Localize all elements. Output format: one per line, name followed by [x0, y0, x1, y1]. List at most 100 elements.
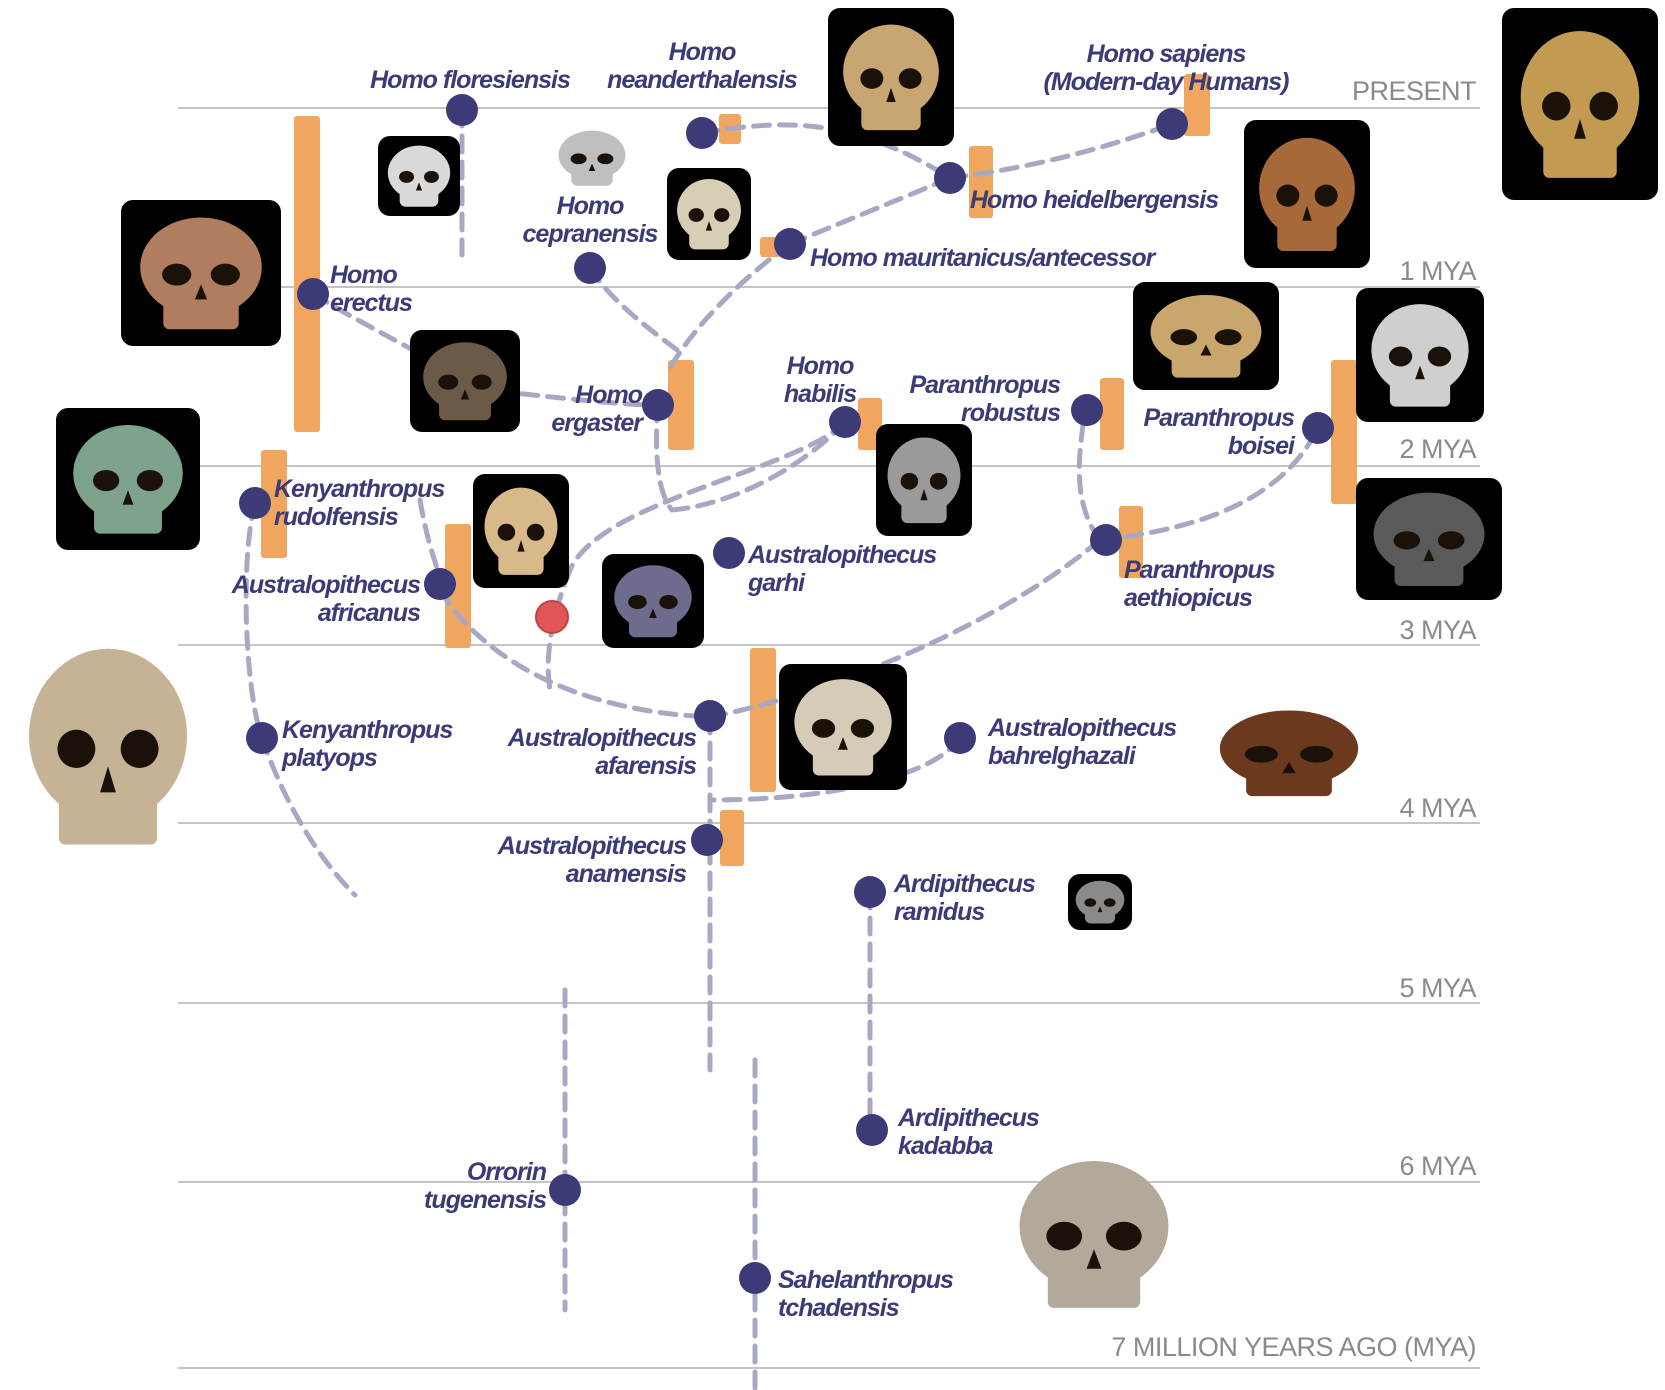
- skull-cranium: [1019, 1161, 1169, 1292]
- skull-eye-socket: [1105, 1221, 1142, 1251]
- homo-heidelbergensis-skull-image: [1244, 120, 1370, 268]
- skull-cranium: [28, 648, 188, 823]
- species-label-line: kadabba: [898, 1132, 994, 1160]
- species-label-line: Homo heidelbergensis: [970, 186, 1219, 214]
- skull-eye-socket: [570, 153, 587, 165]
- time-range-bar: [720, 810, 744, 866]
- skull-eye-socket: [659, 595, 678, 610]
- skull-eye-socket: [860, 68, 884, 89]
- skull-eye-socket: [497, 523, 516, 541]
- lineage-connector: [699, 122, 953, 181]
- time-label: 5 MYA: [1399, 973, 1476, 1003]
- skull-nasal-cavity: [460, 389, 470, 400]
- skull-cranium: [794, 679, 892, 765]
- skull-cranium: [558, 130, 626, 180]
- skull-jaw: [689, 227, 729, 250]
- species-label-line: boisei: [1228, 432, 1296, 460]
- species-label-line: Orrorin: [467, 1158, 547, 1186]
- species-label-line: anamensis: [566, 860, 687, 888]
- skull-eye-socket: [210, 263, 240, 286]
- skull-eye-socket: [929, 472, 948, 490]
- skull-eye-socket: [1437, 531, 1465, 550]
- species-label-line: robustus: [961, 399, 1061, 427]
- skull-cranium: [1520, 31, 1640, 162]
- time-range-bar: [261, 450, 287, 558]
- skull-cranium: [387, 145, 451, 200]
- skull-images: [28, 8, 1658, 1308]
- time-range-bar: [1184, 74, 1210, 136]
- skull-cranium: [843, 24, 939, 119]
- kenyanthropus-platyops-node: [246, 722, 278, 754]
- ardipithecus-kadabba-node: [856, 1114, 888, 1146]
- species-label-line: Australopithecus: [497, 832, 687, 860]
- orrorin-tugenensis-node: [549, 1174, 581, 1206]
- lineage-connector: [1076, 407, 1103, 543]
- species-label-line: Homo: [787, 352, 855, 380]
- skull-nasal-cavity: [415, 182, 423, 191]
- lineage-connector: [947, 121, 1175, 181]
- skull-jaw: [1084, 910, 1116, 924]
- skull-jaw: [399, 187, 439, 207]
- paranthropus-robustus-node: [1071, 394, 1103, 426]
- species-label-line: Homo floresiensis: [370, 66, 571, 94]
- skull-jaw: [1543, 132, 1617, 178]
- skull-eye-socket: [1046, 1221, 1083, 1251]
- species-label-line: ramidus: [894, 898, 985, 926]
- skull-nasal-cavity: [1574, 119, 1586, 139]
- australopithecus-garhi-node: [713, 537, 745, 569]
- lineage-connector: [707, 537, 1103, 720]
- skull-eye-socket: [136, 469, 164, 492]
- time-range-bar: [969, 146, 993, 218]
- homo-ergaster-skull-image: [410, 330, 520, 432]
- skull-eye-socket: [1542, 91, 1571, 121]
- species-label-line: Paranthropus: [909, 371, 1061, 399]
- skull-eye-socket: [1314, 184, 1338, 207]
- skull-eye-socket: [688, 208, 704, 222]
- skull-eye-socket: [1214, 329, 1242, 346]
- lineage-connector: [787, 175, 953, 247]
- skull-eye-socket: [471, 374, 492, 390]
- species-label-line: Homo: [557, 192, 625, 220]
- homo-habilis-node: [829, 406, 861, 438]
- skull-eye-socket: [1393, 531, 1421, 550]
- skull-eye-socket: [1388, 346, 1413, 367]
- time-range-bar: [1100, 378, 1124, 450]
- homo-mauritanicus-antecessor-node: [774, 228, 806, 260]
- homo-cepranensis-skull-image: [558, 130, 626, 186]
- time-label: PRESENT: [1352, 76, 1476, 106]
- skull-eye-socket: [1170, 329, 1198, 346]
- skull-jaw: [861, 97, 921, 131]
- skull-cranium: [1219, 710, 1359, 787]
- kenyanthropus-platyops-skull-image: [28, 648, 188, 845]
- homo-neanderthalensis-skull-image: [828, 8, 954, 146]
- species-label-line: tugenensis: [424, 1186, 547, 1214]
- skull-eye-socket: [162, 263, 192, 286]
- skull-jaw: [498, 547, 544, 575]
- paranthropus-aethiopicus-node: [1090, 524, 1122, 556]
- skull-jaw: [58, 783, 158, 845]
- skull-nasal-cavity: [920, 488, 928, 501]
- skull-eye-socket: [423, 170, 439, 183]
- skull-cranium: [73, 425, 183, 522]
- homo-habilis-skull-image: [876, 424, 972, 536]
- paranthropus-aethiopicus-skull-image: [1356, 478, 1502, 600]
- homo-mauritanicus-antecessor-skull-image: [667, 168, 751, 260]
- skull-cranium: [1259, 137, 1355, 239]
- skull-eye-socket: [1244, 745, 1278, 763]
- skull-cranium: [423, 342, 507, 412]
- ardipithecus-ramidus-node: [854, 876, 886, 908]
- lineage-connector: [665, 241, 793, 375]
- skull-cranium: [140, 217, 262, 317]
- species-label-line: africanus: [318, 599, 421, 627]
- time-range-bar: [750, 648, 776, 792]
- skull-nasal-cavity: [194, 284, 208, 300]
